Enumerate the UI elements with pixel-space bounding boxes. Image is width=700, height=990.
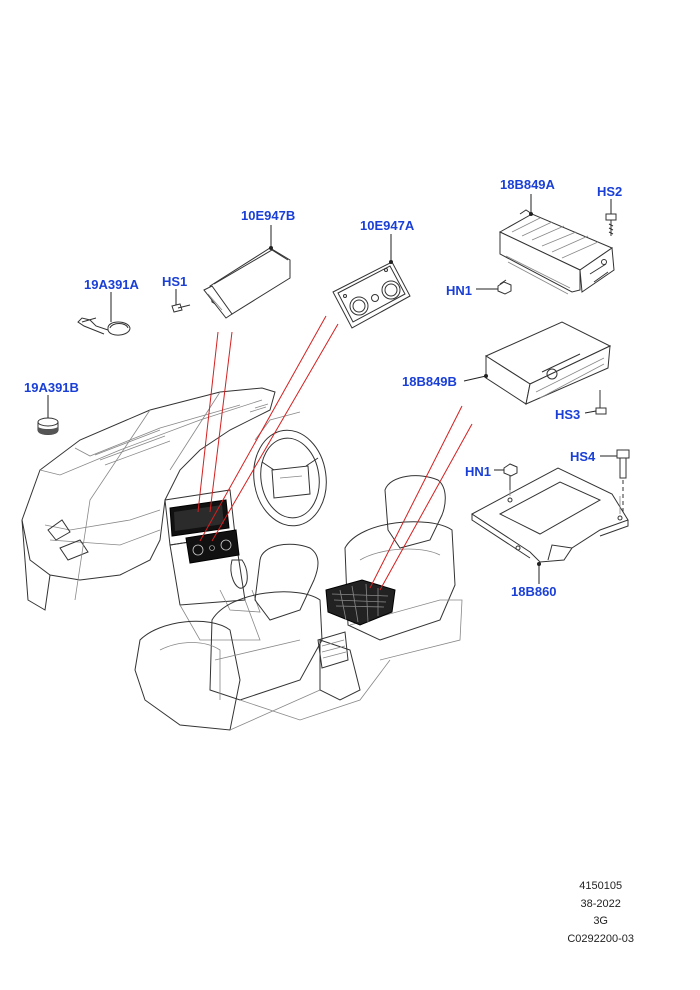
callout-10E947A[interactable]: 10E947A [360,218,415,233]
module-18B849B [463,321,612,405]
callout-HS3[interactable]: HS3 [555,407,581,422]
screw-HS4 [600,449,630,512]
callout-HN1-bottom[interactable]: HN1 [465,464,492,479]
location-leader-lines [197,315,473,591]
callout-10E947B[interactable]: 10E947B [241,208,296,223]
callout-18B849A[interactable]: 18B849A [500,177,555,192]
installed-display-screen [169,499,230,537]
reference-code: C0292200-03 [567,932,634,945]
screw-HS1 [171,289,191,313]
nut-HN1-top [476,279,512,295]
control-panel-10E947A [332,234,411,329]
callout-HN1-top[interactable]: HN1 [446,283,473,298]
nut-HN1-bottom [494,463,518,490]
callout-18B860[interactable]: 18B860 [511,584,557,599]
bracket-18B860 [471,467,629,584]
reference-number: 4150105 [579,880,623,892]
amplifier-18B849A [498,194,615,295]
reference-date: 38-2022 [580,897,621,910]
screw-HS2 [605,199,617,236]
vehicle-interior [21,387,463,731]
callout-HS2[interactable]: HS2 [597,184,623,199]
callout-HS1[interactable]: HS1 [162,274,188,289]
screw-HS3 [584,390,607,415]
sensor-19A391A [77,292,131,336]
reference-variant: 3G [593,915,608,927]
reference-block: 4150105 38-2022 3G C0292200-03 [567,878,634,948]
callout-18B849B[interactable]: 18B849B [402,374,457,389]
callout-19A391A[interactable]: 19A391A [84,277,139,292]
installed-module [325,579,396,626]
callout-HS4[interactable]: HS4 [570,449,596,464]
display-unit-10E947B [203,225,291,319]
callout-19A391B[interactable]: 19A391B [24,380,79,395]
installed-control-panel [185,529,240,564]
sensor-19A391B [37,395,59,435]
